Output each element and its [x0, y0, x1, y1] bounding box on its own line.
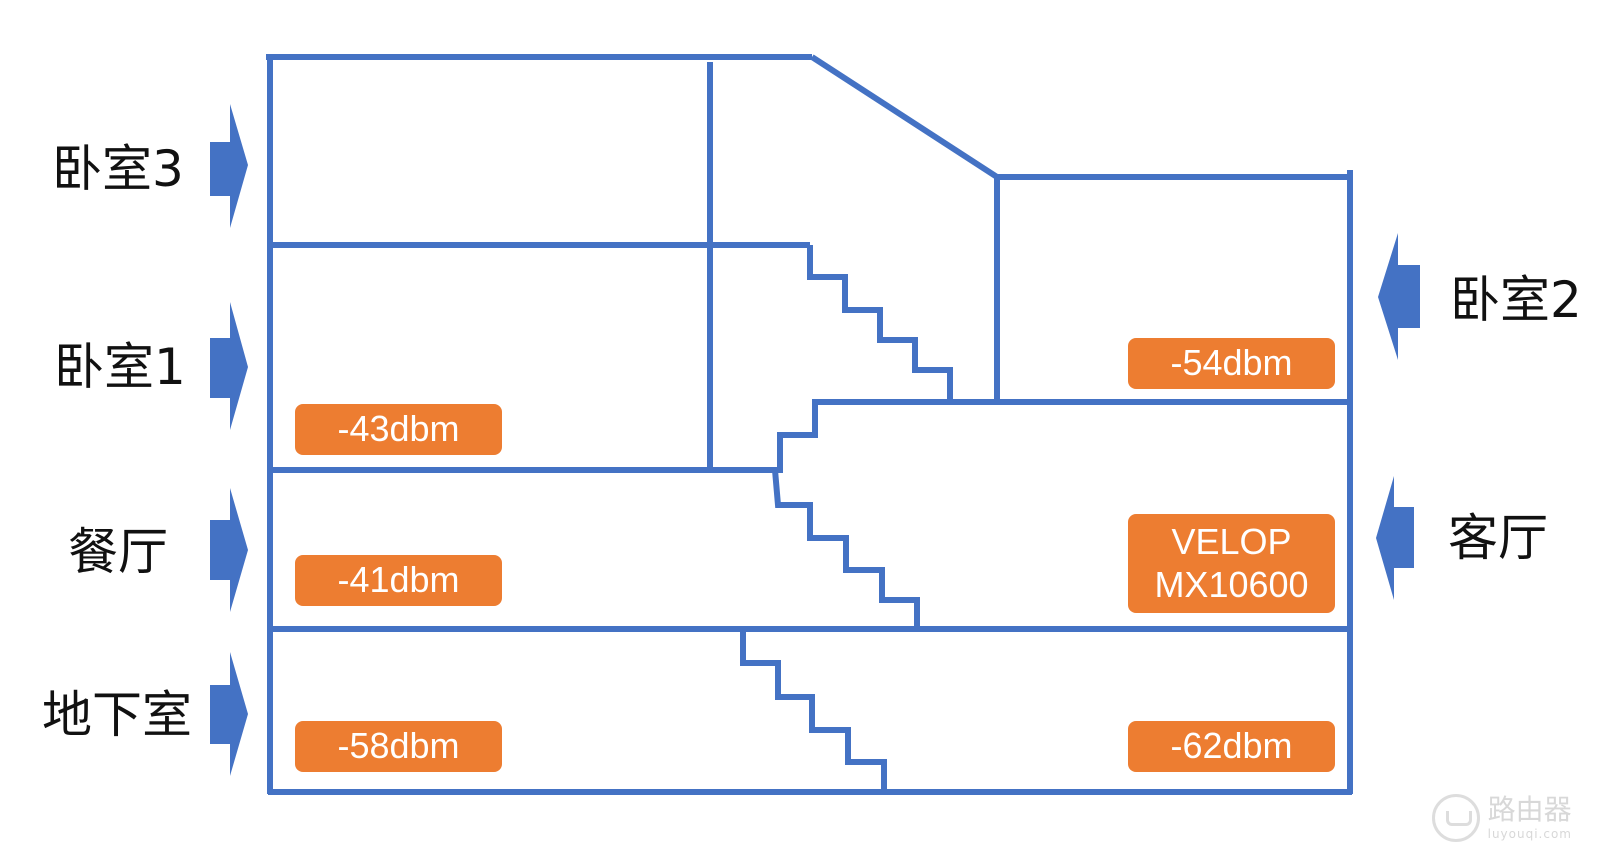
watermark-name: 路由器 [1487, 793, 1572, 826]
signal-badge-dining: -41dbm [295, 555, 502, 606]
router-logo-icon [1431, 794, 1480, 842]
label-bedroom3: 卧室3 [52, 140, 184, 198]
watermark-url: luyouqi.com [1487, 827, 1572, 841]
signal-badge-bedroom2: -54dbm [1128, 338, 1335, 389]
arrow-basement [210, 652, 248, 776]
arrow-bedroom2 [1378, 233, 1420, 360]
arrow-bedroom1 [210, 302, 248, 430]
signal-badge-basement-right: -62dbm [1128, 721, 1335, 772]
stairs-lower [710, 626, 887, 792]
watermark: 路由器 luyouqi.com [1431, 793, 1572, 842]
router-model-line1: VELOP [1171, 521, 1292, 563]
signal-badge-bedroom1: -43dbm [295, 404, 502, 455]
label-bedroom1: 卧室1 [54, 338, 186, 396]
arrow-dining [210, 488, 248, 612]
arrow-bedroom3 [210, 104, 248, 228]
stairs-middle [771, 399, 920, 629]
label-basement: 地下室 [42, 686, 192, 744]
router-badge: VELOP MX10600 [1128, 514, 1335, 613]
arrow-living [1376, 476, 1414, 600]
label-living: 客厅 [1448, 509, 1548, 567]
roof-slope [810, 54, 999, 180]
label-bedroom2: 卧室2 [1450, 271, 1582, 329]
label-dining: 餐厅 [68, 523, 168, 581]
stairs-upper [807, 245, 953, 402]
signal-badge-basement-left: -58dbm [295, 721, 502, 772]
router-model-line2: MX10600 [1154, 563, 1309, 605]
